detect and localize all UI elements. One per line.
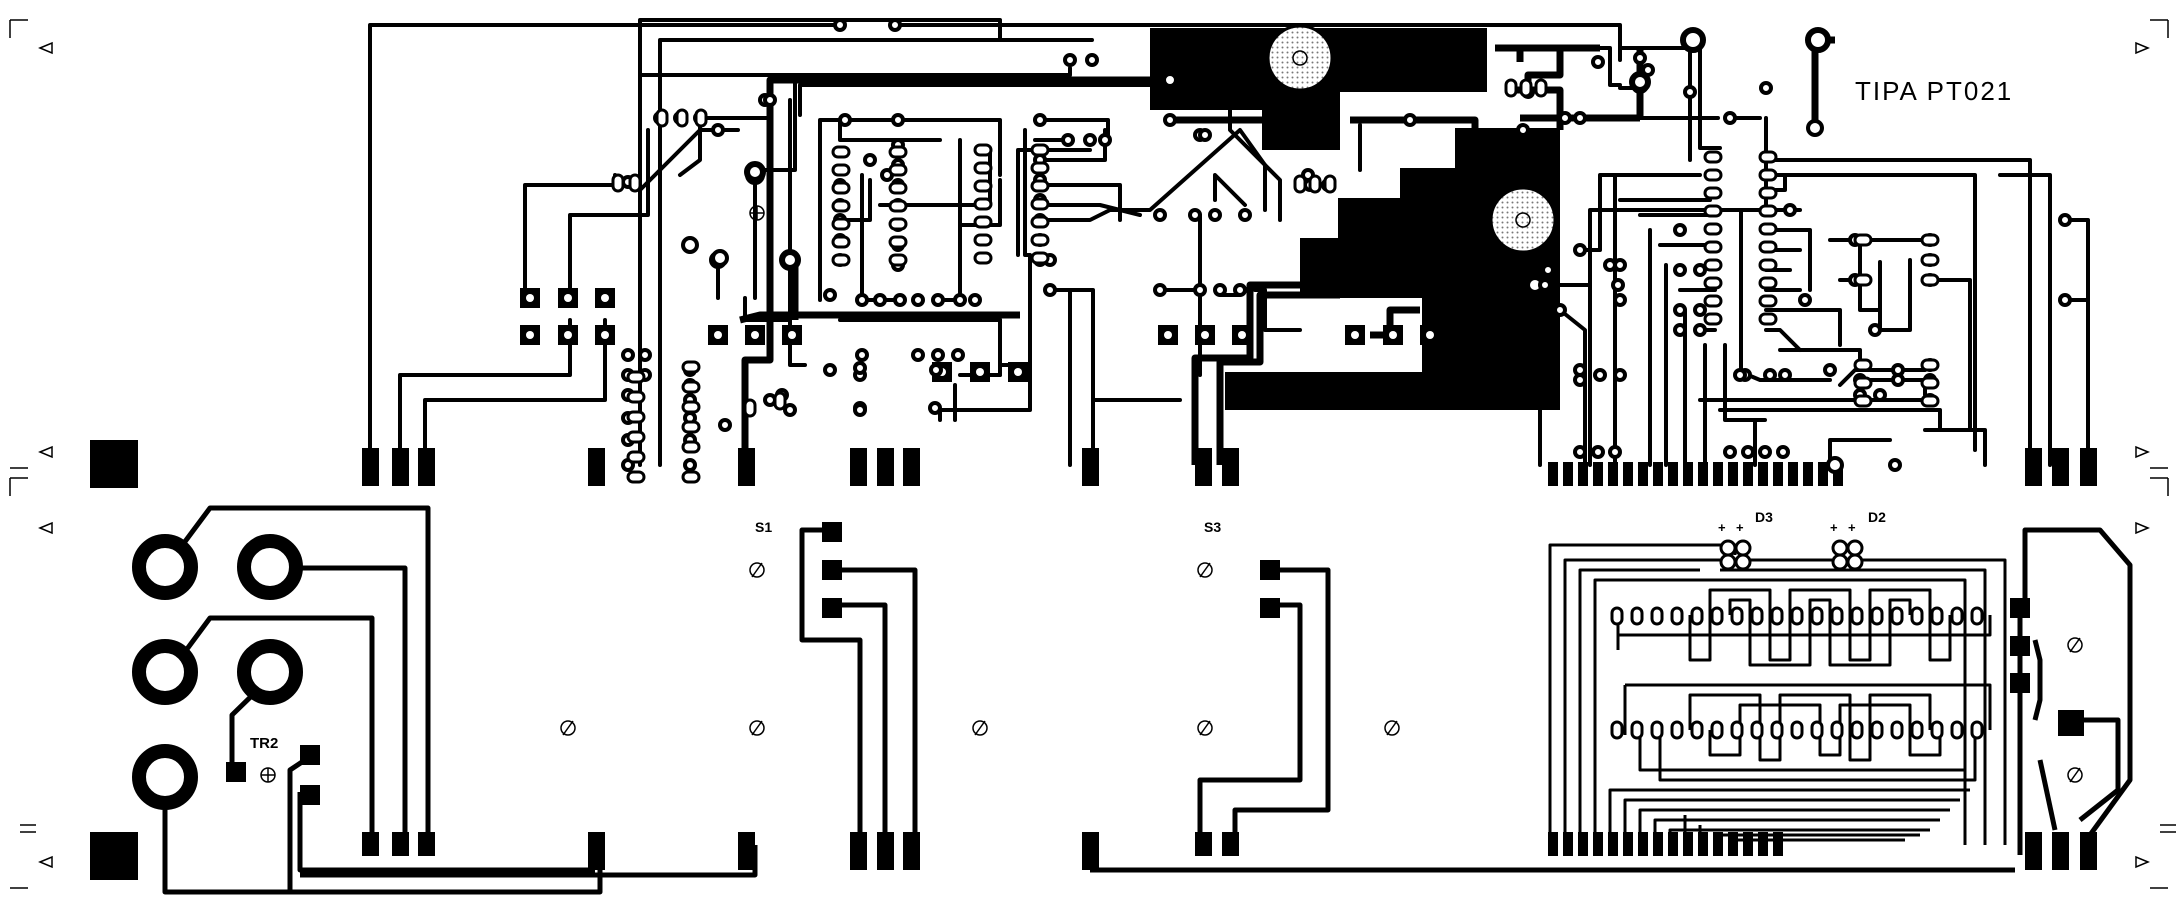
led-pads — [1719, 539, 1864, 571]
label-plus-d2-b: + — [1848, 520, 1856, 535]
ring-pads — [744, 27, 1831, 271]
pot-holes — [1266, 24, 1557, 254]
label-s3: S3 — [1204, 519, 1221, 535]
copper-pours — [1150, 28, 1560, 410]
square-pad-holes — [526, 294, 1434, 376]
label-d2: D2 — [1868, 509, 1886, 525]
label-plus-d3-a: + — [1718, 520, 1726, 535]
label-tr2: TR2 — [250, 735, 278, 752]
edge-connector-pads — [90, 440, 2097, 880]
resistor-pads — [1610, 606, 1984, 740]
small-connector-pads — [1548, 462, 1843, 856]
registration-marks — [9, 19, 2176, 889]
silkscreen-labels: TIPA PT021 TR2 S1 S3 D3 D2 + + + + — [250, 76, 2013, 752]
bottom-thin-traces — [1548, 543, 2007, 845]
square-pads — [226, 288, 2084, 805]
mounting-holes — [260, 205, 2083, 783]
label-s1: S1 — [755, 519, 772, 535]
terminal-rings — [132, 534, 303, 810]
board-title: TIPA PT021 — [1855, 76, 2013, 106]
label-plus-d2-a: + — [1830, 520, 1838, 535]
label-plus-d3-b: + — [1736, 520, 1744, 535]
label-d3: D3 — [1755, 509, 1773, 525]
oval-pads — [611, 78, 1940, 484]
